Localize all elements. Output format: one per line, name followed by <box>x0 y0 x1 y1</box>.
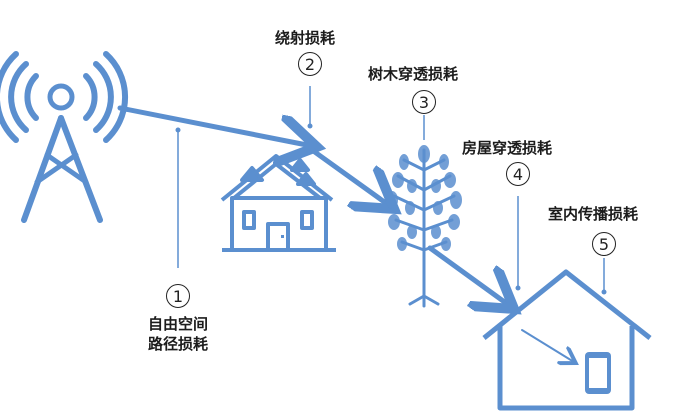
signal-path-2 <box>309 147 390 206</box>
signal-path-1 <box>117 105 312 146</box>
marker-3: 3 <box>412 90 436 114</box>
antenna-tower-icon <box>0 51 129 223</box>
smartphone-icon <box>585 352 611 394</box>
marker-5: 5 <box>592 232 616 256</box>
label-indoor-propagation-loss: 室内传播损耗 <box>548 205 639 223</box>
label-tree-penetration-loss: 树木穿透损耗 <box>368 65 459 83</box>
tree-icon <box>386 145 462 308</box>
marker-1: 1 <box>166 284 190 308</box>
marker-2: 2 <box>298 52 322 76</box>
home-outline-icon <box>482 269 652 411</box>
signal-path-4 <box>521 329 574 362</box>
label-house-penetration-loss: 房屋穿透损耗 <box>462 139 553 157</box>
house-icon <box>220 154 336 252</box>
label-free-space-path-loss: 自由空间 路径损耗 <box>147 315 208 353</box>
label-diffraction-loss: 绕射损耗 <box>275 29 336 47</box>
marker-4: 4 <box>506 162 530 186</box>
signal-path-3 <box>427 245 510 306</box>
